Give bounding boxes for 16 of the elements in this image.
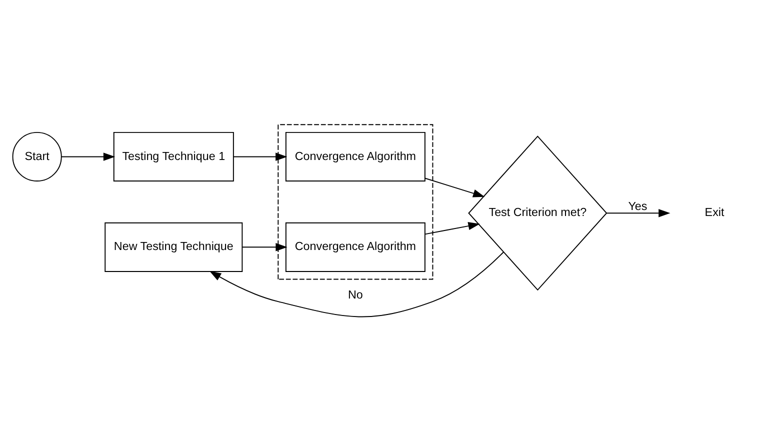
arrow bbox=[242, 242, 288, 251]
edge-label: Yes bbox=[628, 199, 648, 212]
arrow bbox=[209, 251, 504, 317]
node-box: Testing Technique 1 bbox=[113, 131, 234, 182]
arrow bbox=[61, 152, 116, 160]
edge-label: No bbox=[348, 288, 363, 301]
arrow bbox=[424, 177, 485, 197]
cluster bbox=[278, 124, 434, 280]
arrow bbox=[424, 222, 480, 234]
arrow bbox=[233, 152, 288, 160]
node-box: New Testing Technique bbox=[104, 222, 243, 272]
node-text: Exit bbox=[704, 206, 724, 219]
node-box: Convergence Algorithm bbox=[285, 131, 426, 182]
node-box: Convergence Algorithm bbox=[285, 222, 426, 272]
node-circle: Start bbox=[12, 131, 62, 182]
arrow bbox=[606, 208, 670, 217]
